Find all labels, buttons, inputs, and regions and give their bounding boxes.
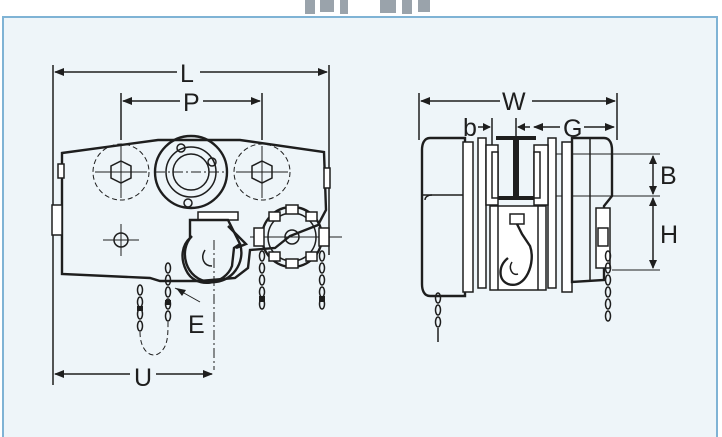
cropped-image-strip: [305, 0, 430, 14]
dimension-W-label: W: [502, 88, 526, 116]
dimension-U-label: U: [134, 364, 152, 392]
dimension-b-label: b: [463, 114, 477, 142]
dimension-E-label: E: [188, 311, 205, 339]
end-view: W b G B: [418, 88, 678, 342]
dimension-H-label: H: [660, 221, 678, 249]
dimension-P-label: P: [183, 89, 200, 117]
dimension-G-label: G: [563, 115, 582, 143]
dimension-B-label: B: [660, 162, 677, 190]
side-view: L P: [51, 60, 342, 392]
dimension-L-label: L: [180, 60, 194, 88]
